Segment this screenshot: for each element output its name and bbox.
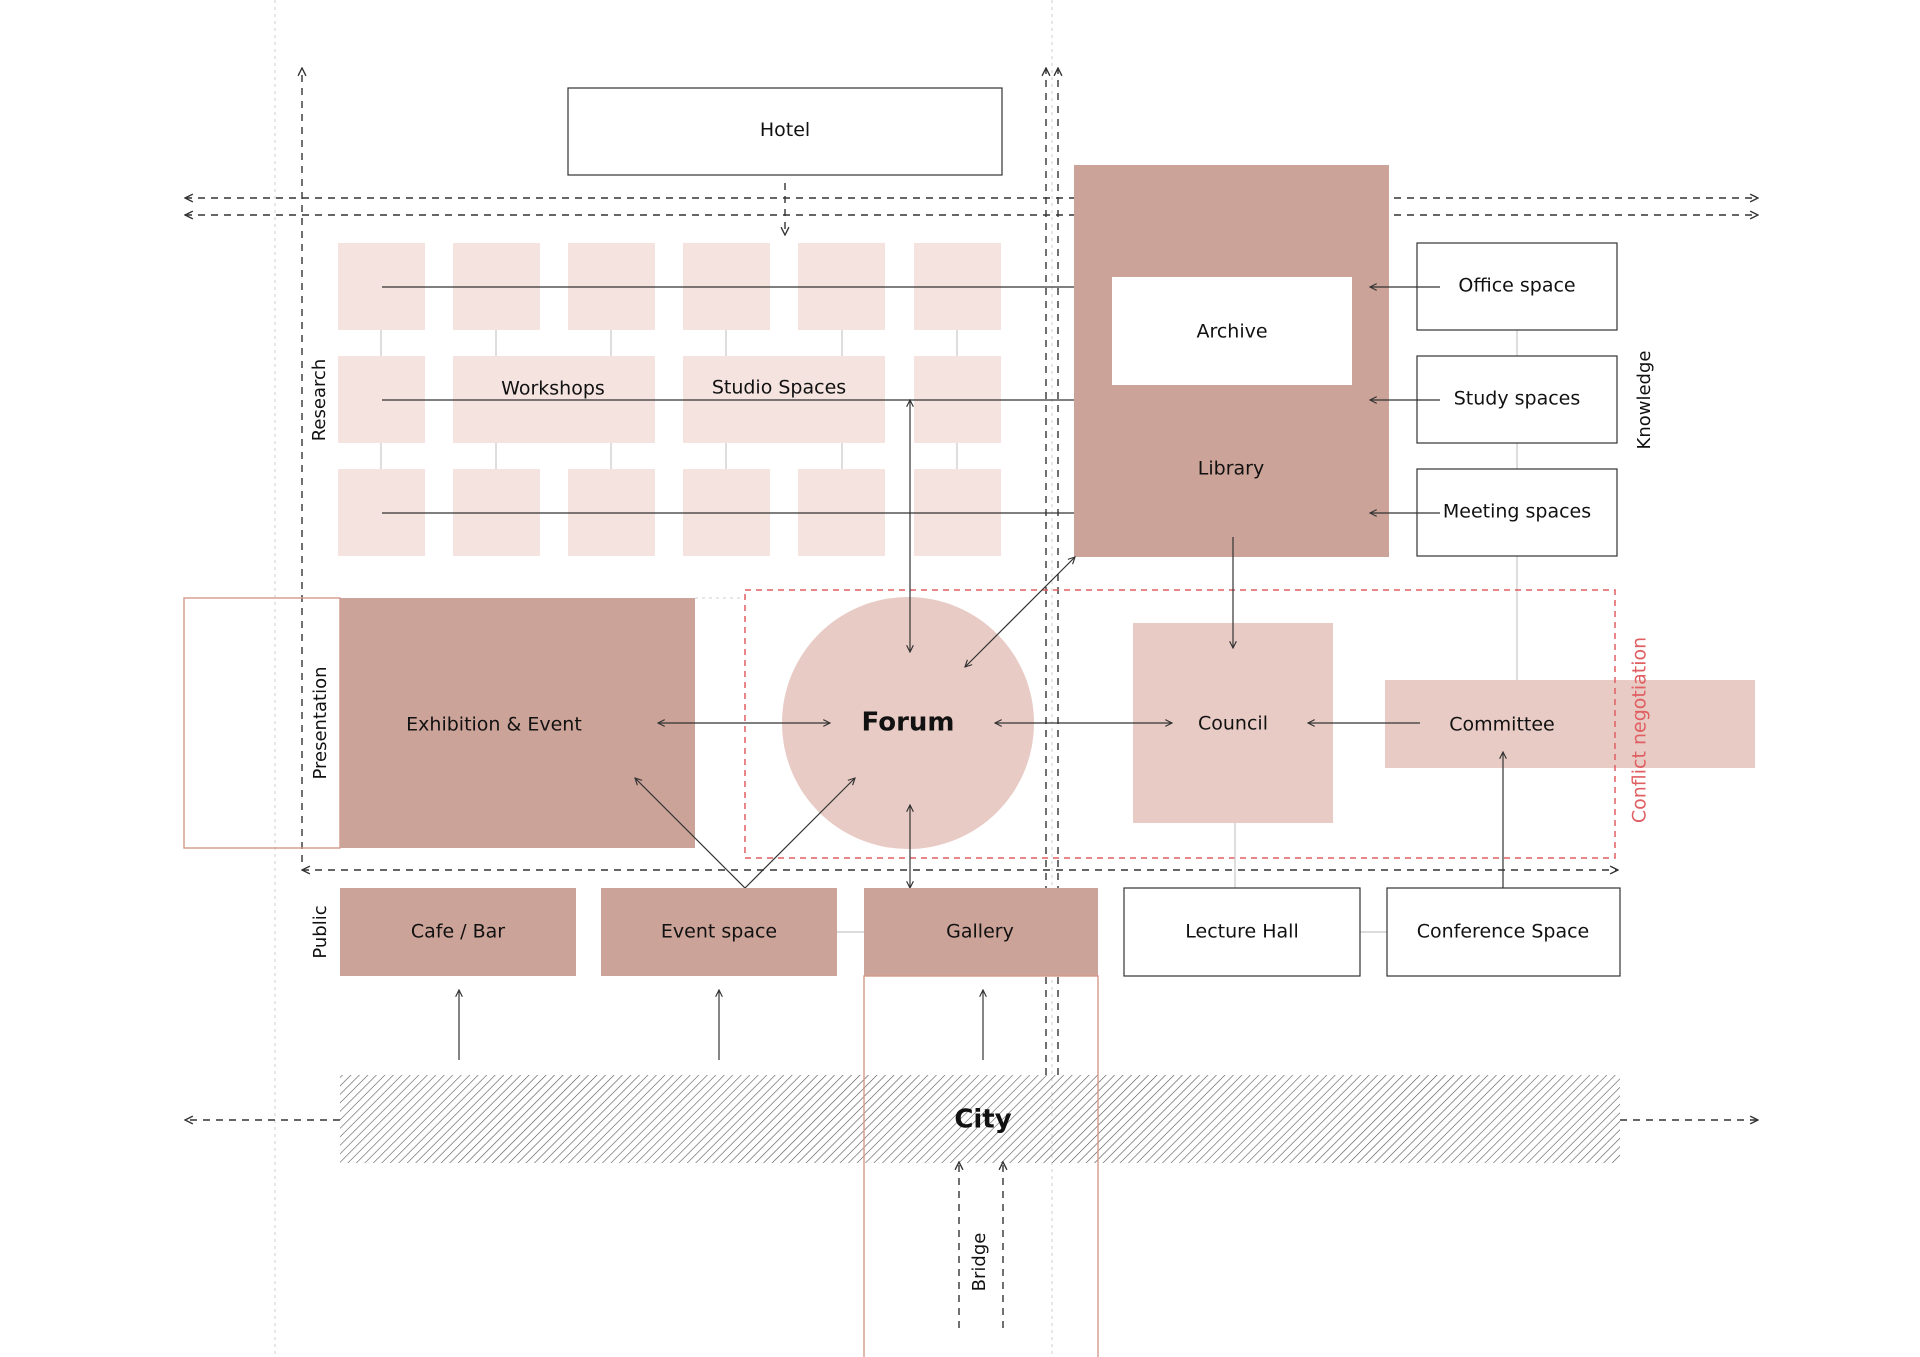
study-spaces-label: Study spaces	[1454, 388, 1581, 410]
archive-label: Archive	[1196, 321, 1267, 343]
committee-label: Committee	[1449, 714, 1554, 736]
conference-space-label: Conference Space	[1417, 921, 1590, 943]
exhibition-event-box	[340, 598, 695, 848]
knowledge-side-label: Knowledge	[1634, 351, 1655, 450]
exhibition-event-label: Exhibition & Event	[406, 714, 582, 736]
city-label: City	[954, 1105, 1011, 1135]
meeting-spaces-label: Meeting spaces	[1443, 501, 1591, 523]
lecture-hall-label: Lecture Hall	[1185, 921, 1299, 943]
event-space-box	[601, 888, 837, 976]
studio-spaces-label: Studio Spaces	[712, 377, 846, 399]
study-spaces-box	[1416, 355, 1618, 444]
conflict-negotiation-label: Conflict negotiation	[1629, 637, 1651, 823]
workshops-label: Workshops	[501, 378, 605, 400]
office-space-box	[1416, 242, 1618, 331]
hotel-box	[567, 87, 1003, 176]
presentation-side-label: Presentation	[310, 666, 331, 779]
city-band	[340, 1075, 1620, 1163]
public-side-label: Public	[310, 905, 331, 958]
research-side-label: Research	[309, 359, 330, 442]
cafe-bar-box	[340, 888, 576, 976]
cafe-bar-label: Cafe / Bar	[411, 921, 505, 943]
council-label: Council	[1198, 713, 1268, 735]
library-label: Library	[1198, 458, 1264, 480]
conference-space-box	[1386, 887, 1621, 977]
research-grid-connectors	[380, 330, 958, 469]
meeting-spaces-box	[1416, 468, 1618, 557]
bridge-label: Bridge	[969, 1233, 990, 1292]
committee-box	[1385, 680, 1755, 768]
event-space-label: Event space	[661, 921, 777, 943]
conflict-negotiation-frame	[744, 589, 1616, 859]
hotel-label: Hotel	[760, 119, 810, 141]
bridge-outline	[863, 975, 1099, 1357]
office-space-label: Office space	[1458, 275, 1575, 297]
forum-label: Forum	[862, 708, 955, 738]
lecture-hall-box	[1123, 887, 1361, 977]
gallery-box	[864, 888, 1098, 976]
forum-library-arrow	[965, 557, 1075, 667]
gallery-label: Gallery	[946, 921, 1014, 943]
archive-box	[1112, 277, 1352, 385]
